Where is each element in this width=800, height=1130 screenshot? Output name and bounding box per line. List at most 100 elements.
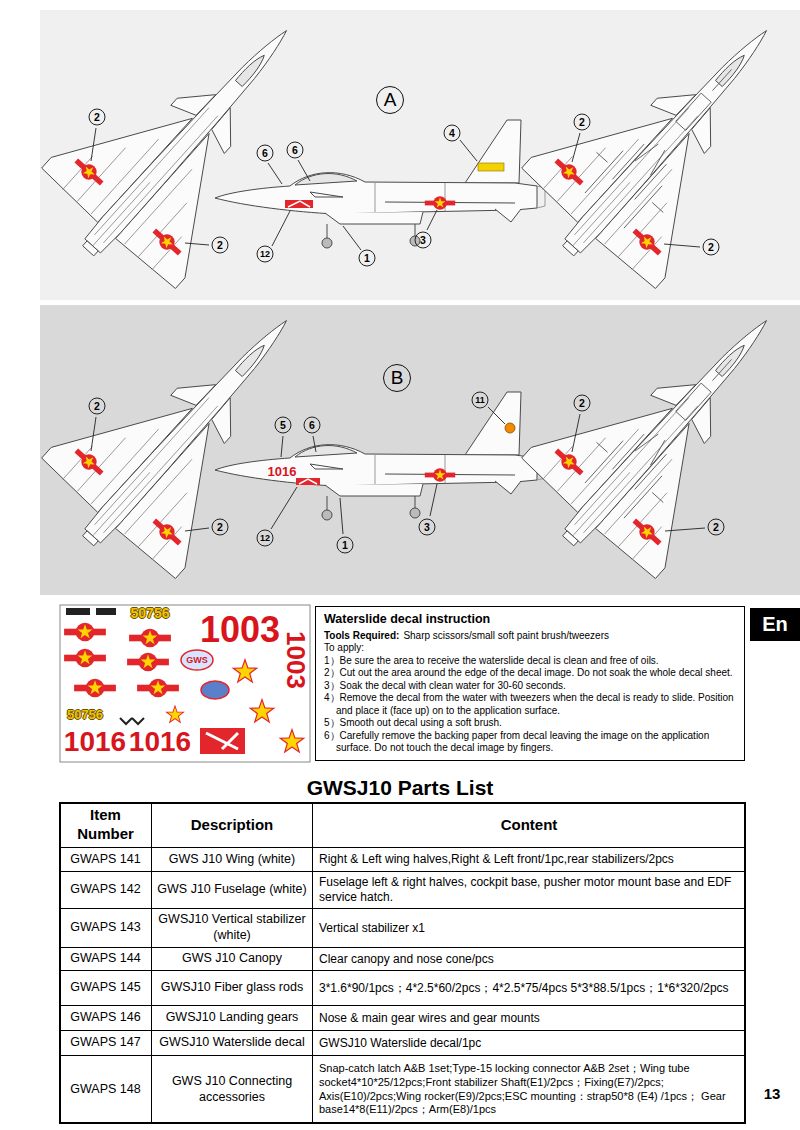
callout-number: 12 xyxy=(257,530,274,547)
table-cell: Description xyxy=(152,803,313,848)
leader-line xyxy=(340,498,343,534)
table-cell: GWS J10 Connecting accessories xyxy=(152,1056,313,1123)
printed-text: 1016 xyxy=(129,728,191,756)
callout-number: 2 xyxy=(574,395,591,412)
panel-a-aircraft xyxy=(71,155,107,189)
decal-sheet xyxy=(137,679,179,698)
callout-number: 2 xyxy=(212,519,229,536)
panel-a-aircraft xyxy=(285,200,313,208)
leader-line xyxy=(91,128,96,161)
callout-number: 1 xyxy=(337,537,354,554)
table-cell: GWAPS 145 xyxy=(60,971,152,1006)
leader-line xyxy=(298,160,310,181)
leader-line xyxy=(665,528,705,531)
table-cell: Item Number xyxy=(60,803,152,848)
printed-text: 1016 xyxy=(64,728,126,756)
table-cell: GWAPS 143 xyxy=(60,909,152,948)
instruction-text: To apply: xyxy=(324,642,736,655)
callout-number: 4 xyxy=(444,125,461,142)
panel-a-aircraft xyxy=(501,0,800,311)
callout-number: 3 xyxy=(419,519,436,536)
panel-b-aircraft xyxy=(551,445,587,479)
leader-line xyxy=(343,226,361,250)
panel-letter: A xyxy=(376,86,404,114)
instruction-text: 6）Carefully remove the backing paper fro… xyxy=(324,730,736,755)
callout-number: 2 xyxy=(708,519,725,536)
printed-text: 13 xyxy=(764,1086,781,1101)
panel-b-aircraft xyxy=(629,515,665,549)
decal-sheet xyxy=(64,649,106,668)
leader-line xyxy=(664,244,700,247)
instruction-text: 1）Be sure the area to receive the waters… xyxy=(324,655,736,668)
decal-sheet xyxy=(74,679,116,698)
callout-number: 12 xyxy=(257,246,274,263)
panel-b-aircraft xyxy=(299,479,317,484)
node-text: A xyxy=(377,87,403,112)
table-cell: Clear canopy and nose cone/pcs xyxy=(313,948,745,971)
decal-sheet xyxy=(127,653,169,672)
leader-line xyxy=(427,210,437,230)
printed-text: 1003 xyxy=(283,631,309,689)
table-cell: GWAPS 144 xyxy=(60,948,152,971)
decal-sheet xyxy=(181,650,213,670)
tools-line: Tools Required: Sharp scissors/small soft… xyxy=(324,630,736,643)
panel-b-aircraft xyxy=(149,515,185,549)
callout-number: 6 xyxy=(257,145,274,162)
callout-number: 11 xyxy=(472,392,489,409)
leader-line xyxy=(572,133,580,162)
table-cell: 3*1.6*90/1pcs；4*2.5*60/2pcs；4*2.5*75/4pc… xyxy=(313,971,745,1006)
instruction-text: Sharp scissors/small soft paint brush/tw… xyxy=(403,630,609,641)
printed-text: GWS xyxy=(186,656,208,665)
panel-b-aircraft xyxy=(501,260,800,601)
callout-number: 5 xyxy=(275,417,292,434)
table-cell: GWS J10 Fuselage (white) xyxy=(152,872,313,909)
table-cell: GWSJ10 Vertical stabilizer (white) xyxy=(152,909,313,948)
callout-number: 6 xyxy=(304,417,321,434)
printed-text: 1016 xyxy=(268,465,297,478)
panel-letter: B xyxy=(383,364,411,392)
panel-b-aircraft xyxy=(425,468,455,482)
decal-sheet xyxy=(249,698,276,724)
panel-b-aircraft xyxy=(296,478,320,485)
node-text: B xyxy=(384,365,410,390)
decal-sheet xyxy=(137,679,179,698)
decal-sheet xyxy=(64,623,106,642)
instruction-text: 2）Cut out the area around the edge of th… xyxy=(324,667,736,680)
leader-line xyxy=(185,243,209,245)
panel-b-aircraft xyxy=(21,260,353,601)
panel-b-aircraft xyxy=(71,445,107,479)
decal-sheet xyxy=(127,653,169,672)
leader-line xyxy=(430,484,437,516)
panel-a-aircraft xyxy=(215,120,545,248)
panel-b-aircraft xyxy=(21,260,800,601)
table-cell: GWAPS 148 xyxy=(60,1056,152,1123)
callout-number: 2 xyxy=(89,109,106,126)
panel-a-aircraft xyxy=(149,225,185,259)
leader-line xyxy=(572,414,580,452)
callout-number: 6 xyxy=(287,142,304,159)
decal-sheet xyxy=(279,728,306,754)
panel-a-aircraft xyxy=(629,225,665,259)
panel-a-aircraft xyxy=(71,155,107,189)
panel-b-aircraft xyxy=(215,392,545,520)
table-cell: GWSJ10 Fiber glass rods xyxy=(152,971,313,1006)
callout-number: 2 xyxy=(212,237,229,254)
instruction-text: Tools Required: xyxy=(324,630,399,641)
table-cell: Content xyxy=(313,803,745,848)
decal-sheet xyxy=(129,629,171,648)
panel-a-aircraft xyxy=(551,155,587,189)
decal-sheet xyxy=(206,733,238,749)
printed-text: 50756 xyxy=(131,606,170,620)
panel-a-aircraft xyxy=(425,196,455,210)
decal-sheet xyxy=(60,605,310,762)
decal-sheet xyxy=(64,623,106,642)
callout-number: 2 xyxy=(89,398,106,415)
table-cell: GWAPS 147 xyxy=(60,1031,152,1056)
table-cell: Snap-catch latch A&B 1set;Type-15 lockin… xyxy=(313,1056,745,1123)
leader-line xyxy=(91,417,96,451)
panel-b-aircraft xyxy=(505,423,515,433)
leader-line xyxy=(460,140,477,161)
panel-a-aircraft xyxy=(21,0,800,311)
